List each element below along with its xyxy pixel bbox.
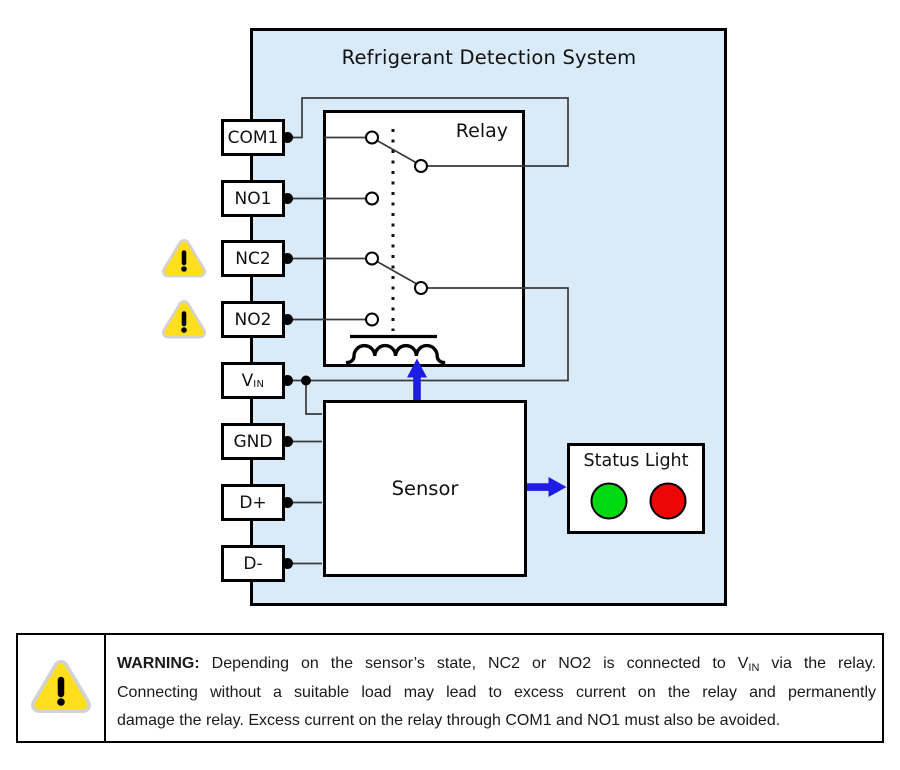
- system-title: Refrigerant Detection System: [341, 46, 637, 69]
- warning-note-text: WARNING: Depending on the sensor’s state…: [106, 635, 882, 741]
- warning-heading: WARNING:: [117, 655, 200, 672]
- terminal-vin-subscript: IN: [253, 379, 265, 390]
- terminal-com1: COM1: [221, 119, 285, 156]
- terminal-d-minus-label: D-: [243, 553, 263, 574]
- warning-vin-subscript: IN: [748, 662, 760, 674]
- warning-line-1: WARNING: Depending on the sensor’s state…: [117, 650, 876, 679]
- status-light-label: Status Light: [583, 451, 689, 471]
- warning-note-box: WARNING: Depending on the sensor’s state…: [16, 633, 884, 743]
- no2-warning-triangle-icon: [162, 300, 206, 339]
- terminal-no1: NO1: [221, 180, 285, 217]
- terminal-no1-label: NO1: [234, 188, 272, 209]
- relay-box: Relay: [323, 110, 525, 367]
- terminal-gnd: GND: [221, 423, 285, 460]
- terminal-vin-label: V: [241, 370, 254, 391]
- warning-triangle-icon: [31, 660, 91, 713]
- sensor-box: Sensor: [323, 400, 527, 577]
- terminal-d-plus-label: D+: [239, 492, 267, 513]
- terminal-no2: NO2: [221, 301, 285, 338]
- terminal-com1-label: COM1: [227, 127, 279, 148]
- terminal-no2-label: NO2: [234, 309, 272, 330]
- warning-line-1-end: via the relay.: [759, 655, 876, 672]
- terminal-nc2-label: NC2: [235, 248, 271, 269]
- nc2-warning-triangle-icon: [162, 239, 206, 278]
- relay-label: Relay: [455, 120, 508, 142]
- warning-line-2: Connecting without a suitable load may l…: [117, 684, 876, 701]
- terminal-nc2: NC2: [221, 240, 285, 277]
- sensor-label: Sensor: [391, 477, 459, 500]
- warning-line-3: damage the relay. Excess current on the …: [117, 712, 781, 729]
- warning-icon-cell: [18, 635, 106, 741]
- terminal-d-plus: D+: [221, 484, 285, 521]
- terminal-d-minus: D-: [221, 545, 285, 582]
- terminal-gnd-label: GND: [233, 431, 273, 452]
- warning-line-1-text: Depending on the sensor’s state, NC2 or …: [199, 655, 749, 672]
- status-light-box: Status Light: [567, 443, 705, 534]
